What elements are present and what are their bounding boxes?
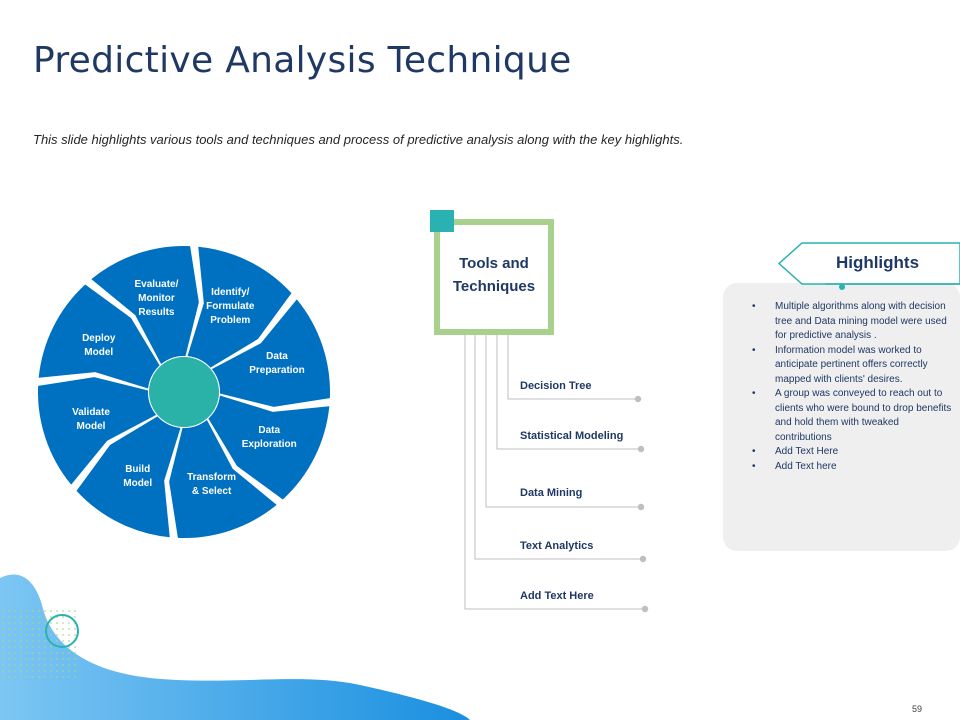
cycle-step-label: Evaluate/ Monitor Results — [134, 278, 179, 318]
cycle-segment — [76, 416, 181, 538]
decorative-wave — [0, 574, 470, 720]
highlight-item: Information model was worked to anticipa… — [752, 344, 952, 388]
cycle-step-label: Identify/ Formulate Problem — [206, 286, 255, 326]
tool-item-label: Text Analytics — [520, 540, 594, 552]
highlight-item: Add Text here — [752, 460, 952, 475]
highlight-item: Multiple algorithms along with decision … — [752, 300, 952, 344]
cycle-step-label: Deploy Model — [82, 332, 116, 358]
tool-item-label: Data Mining — [520, 487, 583, 499]
cycle-step-label: Validate Model — [72, 406, 110, 432]
cycle-segment — [38, 284, 160, 389]
cycle-segment — [211, 299, 331, 407]
tools-accent-square — [430, 210, 454, 232]
cycle-segment — [208, 395, 330, 500]
slide-subtitle: This slide highlights various tools and … — [33, 132, 684, 147]
cycle-center — [149, 357, 219, 427]
tool-connector — [464, 335, 645, 610]
tool-item-label: Decision Tree — [520, 380, 592, 392]
cycle-segment — [91, 246, 199, 365]
highlight-item: Add Text Here — [752, 445, 952, 460]
cycle-segment — [169, 419, 277, 538]
highlights-title: Highlights — [835, 253, 920, 272]
tool-connector-dot — [637, 445, 645, 453]
tool-connector-dot — [634, 395, 642, 403]
cycle-segment — [187, 246, 292, 368]
highlights-tag — [777, 242, 960, 290]
cycle-step-label: Build Model — [123, 464, 153, 490]
cycle-step-label: Data Preparation — [249, 351, 305, 377]
cycle-step-label: Transform & Select — [187, 472, 236, 497]
cycle-step-label: Data Exploration — [241, 425, 297, 451]
tool-item-label: Statistical Modeling — [520, 430, 624, 442]
slide-title: Predictive Analysis Technique — [33, 40, 572, 81]
tool-connector — [474, 335, 643, 560]
cycle-segment — [38, 377, 157, 485]
highlight-item: A group was conveyed to reach out to cli… — [752, 387, 952, 445]
highlights-list: Multiple algorithms along with decision … — [752, 300, 952, 474]
tool-connector-dot — [641, 605, 649, 613]
tool-connector — [485, 335, 641, 508]
cycle-graphic — [38, 246, 331, 538]
tools-box — [434, 219, 554, 335]
tool-connector-dot — [639, 555, 647, 563]
tool-item-label: Add Text Here — [520, 590, 594, 602]
tool-connector-dot — [637, 503, 645, 511]
highlights-tag-dot — [839, 284, 845, 290]
page-number: 59 — [912, 704, 923, 714]
tools-title: Tools and Techniques — [452, 255, 536, 295]
